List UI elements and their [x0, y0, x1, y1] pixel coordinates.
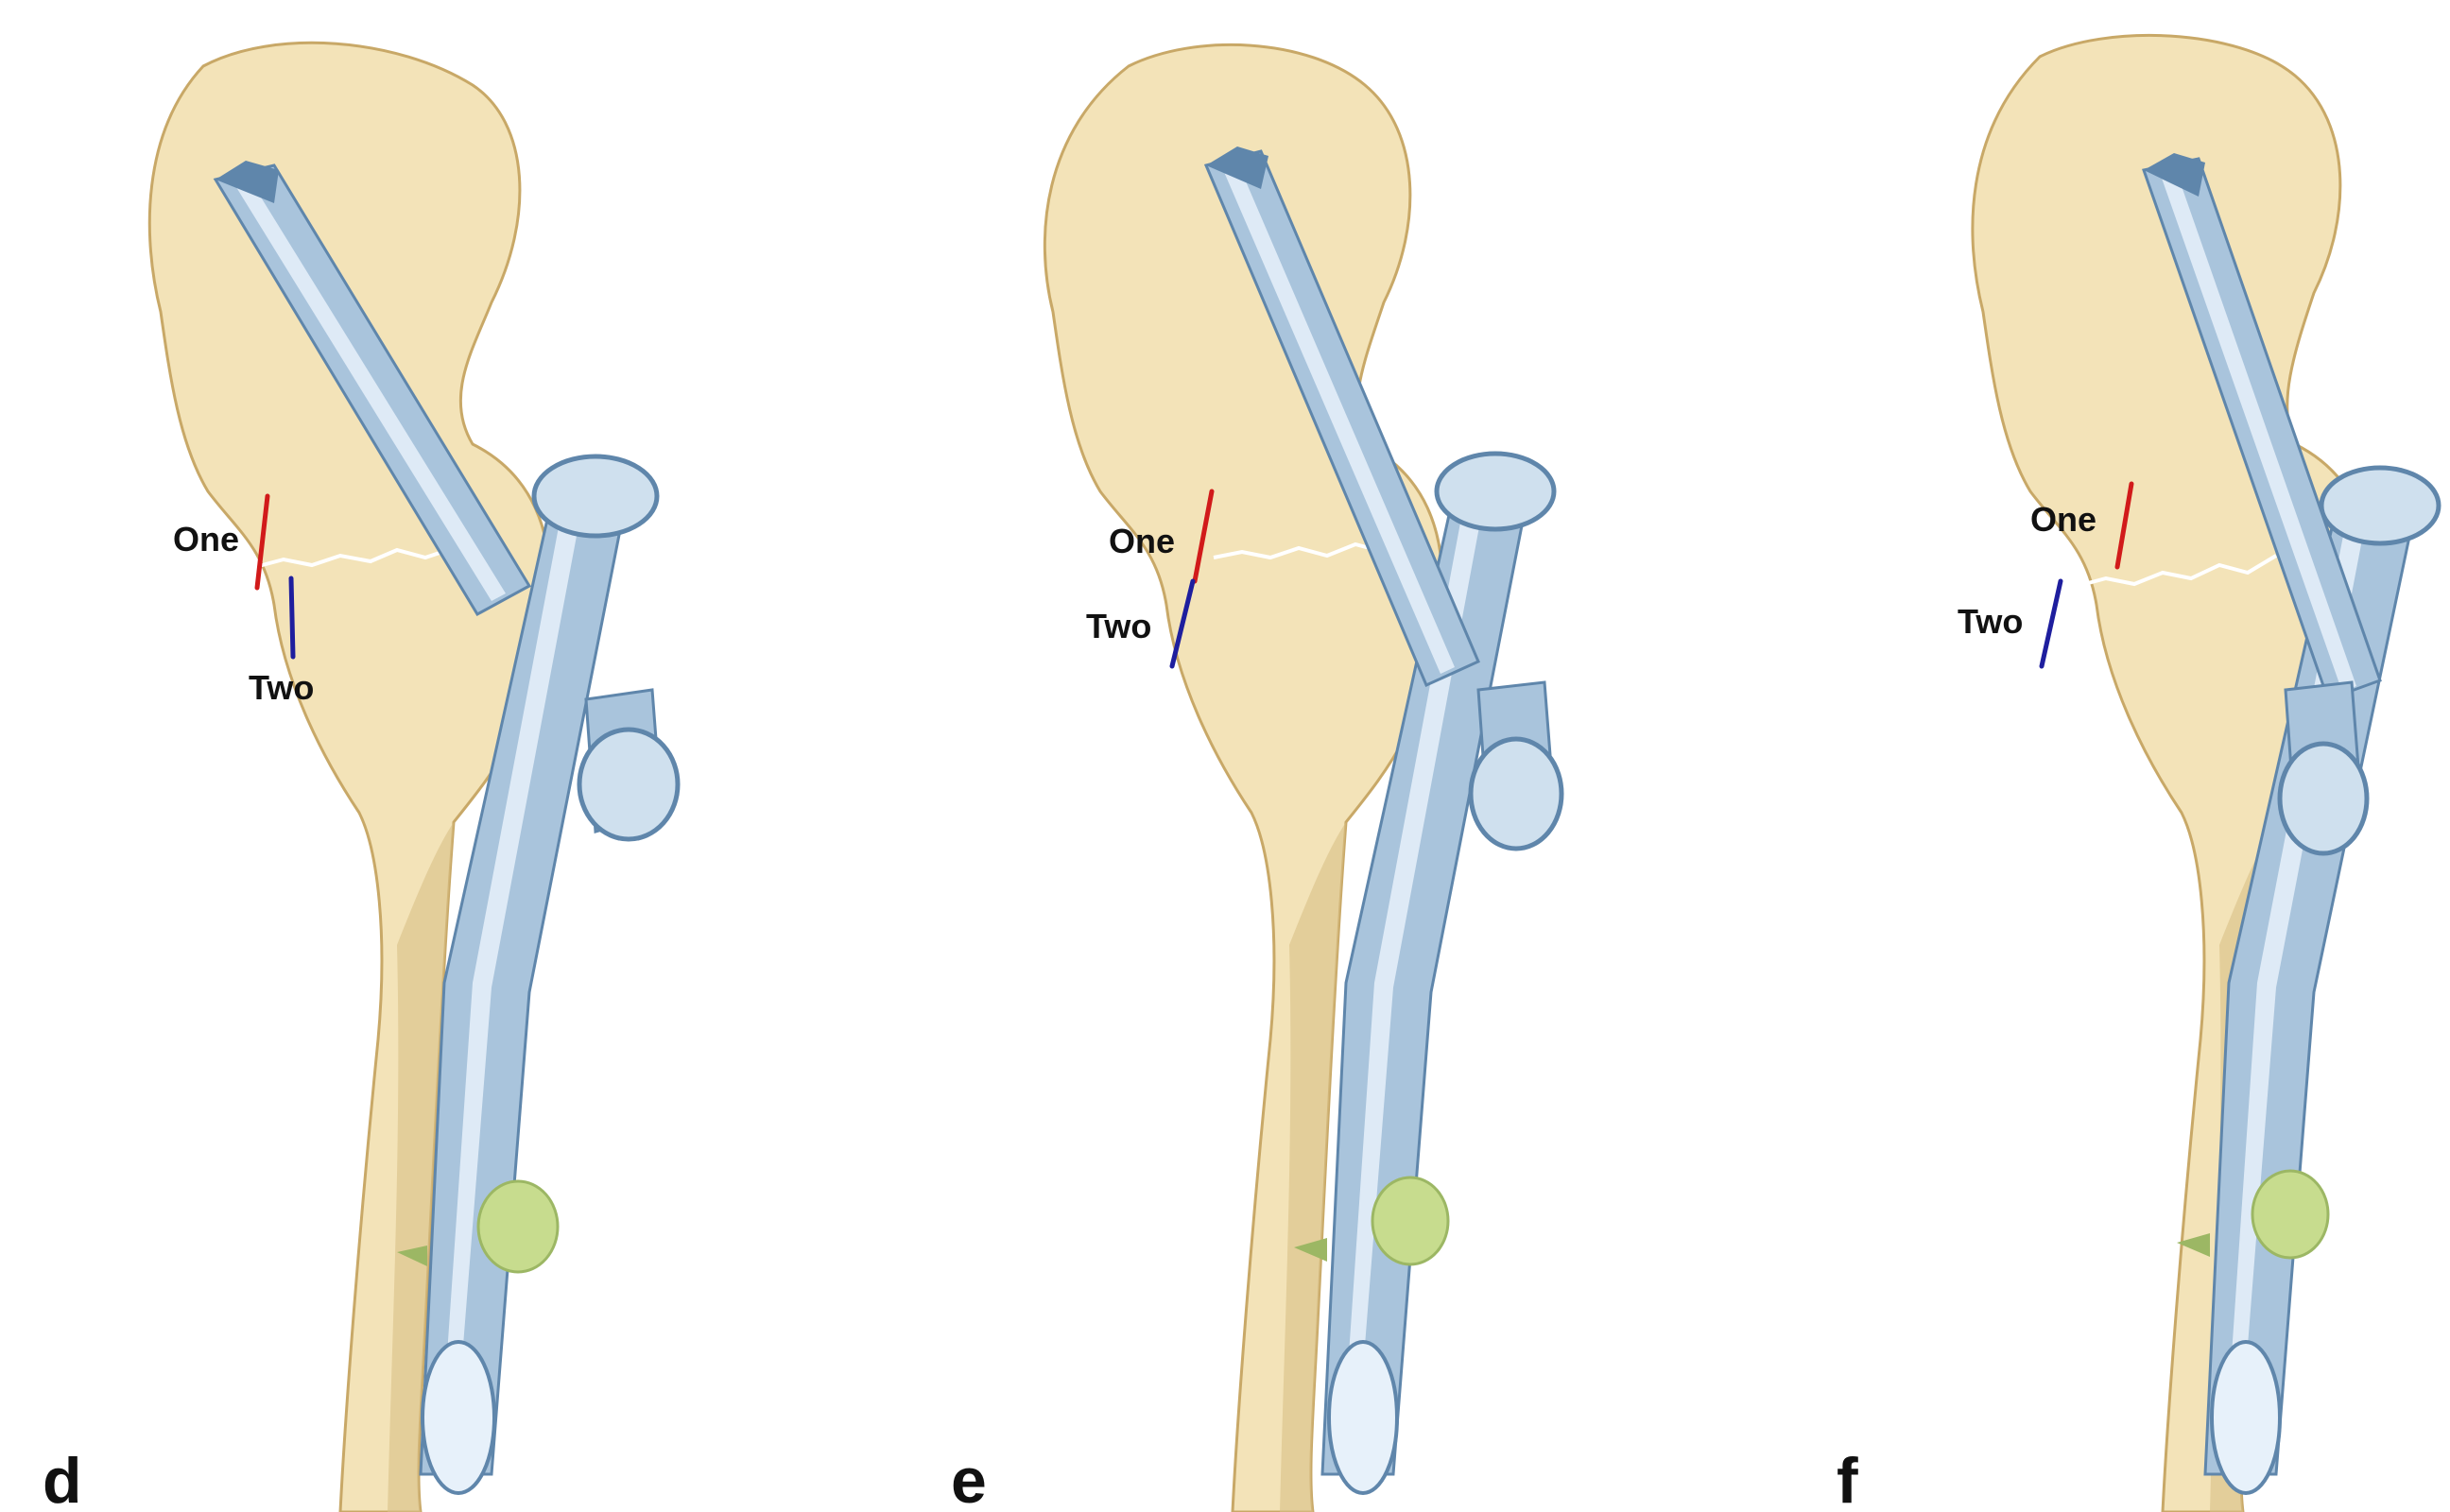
femur-shadow-e	[1280, 822, 1346, 1512]
anti-rotation-screw-f	[2277, 680, 2370, 856]
panel-letter-e: e	[951, 1445, 987, 1512]
fracture-line-f	[2077, 554, 2278, 588]
anti-rotation-screw-e	[1468, 680, 1564, 851]
nail-tip-e	[1327, 1340, 1399, 1495]
fracture-line-d	[254, 546, 455, 569]
antirot-cap-f	[2277, 741, 2370, 856]
distal-screw-head-e	[1371, 1176, 1450, 1266]
panel-e: One Two e	[951, 43, 1564, 1512]
distal-locking-screw-f	[2177, 1169, 2330, 1260]
distal-screw-head-f	[2251, 1169, 2330, 1260]
label-one-f: One	[2030, 500, 2096, 539]
lag-screw-highlight-d	[232, 176, 506, 601]
distal-screw-head-d	[476, 1179, 560, 1274]
femur-shadow-d	[388, 822, 454, 1512]
nail-top-cap-e	[1434, 451, 1557, 532]
label-two-f: Two	[1958, 602, 2023, 641]
anti-rotation-screw-d	[577, 688, 681, 842]
panel-letter-d: d	[43, 1445, 82, 1512]
marker-two-e	[1169, 578, 1196, 669]
panel-f: One Two f	[1837, 33, 2441, 1512]
panel-letter-f: f	[1837, 1445, 1858, 1512]
nail-tip-d	[421, 1340, 496, 1495]
femur-bone-illustration-d	[147, 41, 552, 1512]
marker-one-e	[1192, 489, 1215, 584]
lag-screw-d	[213, 161, 532, 617]
lag-screw-tip-e	[1206, 146, 1268, 189]
distal-screw-tip-d	[397, 1246, 427, 1266]
marker-two-d	[288, 576, 296, 660]
antirot-cap-e	[1468, 736, 1564, 851]
panel-d: One Two d	[43, 41, 681, 1512]
nail-top-cap-d	[531, 454, 660, 539]
nail-tip-f	[2210, 1340, 2282, 1495]
lag-screw-e	[1203, 146, 1480, 688]
fracture-line-e	[1213, 541, 1385, 560]
nail-top-cap-f	[2319, 465, 2441, 546]
label-two-e: Two	[1086, 607, 1151, 645]
label-two-d: Two	[249, 668, 314, 707]
lag-screw-highlight-e	[1221, 162, 1455, 674]
lag-screw-tip-f	[2144, 153, 2205, 197]
label-one-e: One	[1109, 522, 1175, 560]
distal-screw-tip-e	[1294, 1238, 1327, 1262]
marker-one-d	[254, 493, 270, 591]
intramedullary-nail-d	[419, 454, 660, 1495]
distal-locking-screw-d	[397, 1179, 560, 1274]
lag-screw-highlight-f	[2159, 167, 2356, 692]
lag-screw-tip-d	[216, 161, 279, 203]
marker-one-f	[2114, 481, 2134, 570]
distal-screw-tip-f	[2177, 1233, 2210, 1257]
antirot-cap-d	[577, 727, 681, 842]
lag-screw-f	[2142, 153, 2382, 701]
label-one-d: One	[173, 520, 239, 558]
marker-two-f	[2039, 578, 2063, 669]
distal-locking-screw-e	[1294, 1176, 1450, 1266]
